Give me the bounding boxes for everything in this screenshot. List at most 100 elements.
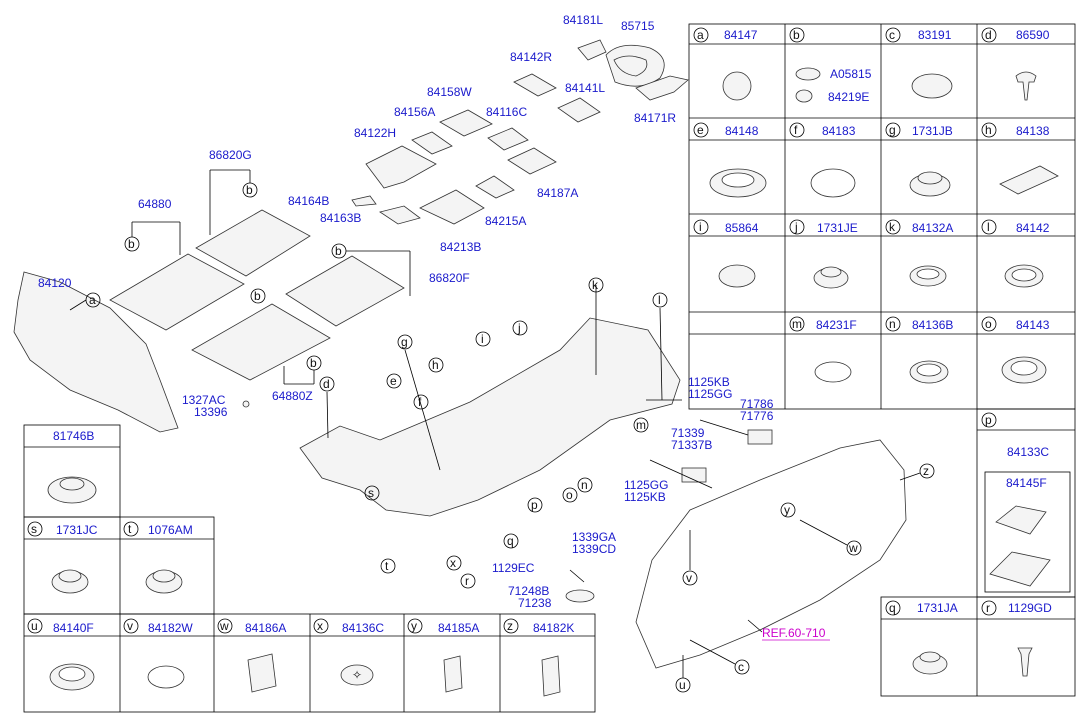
part-84187a[interactable] — [507, 147, 557, 175]
part-86820f[interactable] — [285, 255, 405, 327]
legend-icon-w — [247, 653, 277, 693]
callout-c[interactable]: c — [734, 659, 750, 675]
label-84122h: 84122H — [354, 126, 396, 140]
label-1125kb-a: 1125KB — [688, 375, 730, 389]
svg-text:g: g — [401, 335, 408, 349]
svg-text:s: s — [31, 522, 37, 536]
callout-q[interactable]: q — [503, 533, 519, 549]
svg-text:b: b — [793, 28, 800, 42]
callout-b-1[interactable]: b — [242, 182, 258, 198]
svg-text:1731JB: 1731JB — [912, 124, 953, 138]
part-84213b[interactable] — [419, 189, 485, 225]
legend-grid-top-right — [688, 23, 1076, 410]
svg-text:m: m — [792, 317, 802, 331]
part-84163b[interactable] — [379, 205, 421, 225]
legend-grid-bottom-left — [23, 424, 596, 713]
callout-w[interactable]: w — [846, 540, 862, 556]
callout-v[interactable]: v — [682, 570, 698, 586]
svg-text:p: p — [985, 413, 992, 427]
callout-y[interactable]: y — [780, 502, 796, 518]
callout-p[interactable]: p — [527, 497, 543, 513]
legend-cell-i: i 85864 — [693, 219, 759, 288]
part-64880z[interactable] — [191, 303, 331, 381]
part-71339[interactable] — [681, 467, 707, 483]
legend-cell-b: b A05815 84219E — [789, 27, 872, 104]
svg-text:84148: 84148 — [725, 124, 759, 138]
callout-t[interactable]: t — [380, 558, 396, 574]
part-71786[interactable] — [747, 429, 773, 445]
svg-text:h: h — [432, 358, 439, 372]
legend-icon-y — [443, 655, 463, 693]
callout-o[interactable]: o — [562, 487, 578, 503]
callout-b-5[interactable]: b — [306, 355, 322, 371]
callout-z[interactable]: z — [919, 463, 935, 479]
part-number-labels: 84181L 85715 84142R 84141L 84171R 84158W… — [38, 13, 830, 641]
svg-text:a: a — [697, 28, 704, 42]
part-84120-dash-panel[interactable] — [13, 271, 179, 433]
part-84116c[interactable] — [487, 127, 529, 151]
svg-text:y: y — [411, 619, 417, 633]
part-64880[interactable] — [109, 253, 245, 331]
leader-lines — [69, 169, 921, 678]
legend-cell-d: d 86590 — [981, 27, 1050, 101]
label-84215a: 84215A — [485, 214, 526, 228]
svg-text:k: k — [592, 278, 599, 292]
svg-text:u: u — [31, 619, 38, 633]
svg-text:b: b — [310, 356, 317, 370]
svg-text:b: b — [246, 183, 253, 197]
part-84171r[interactable] — [635, 75, 689, 101]
callout-e[interactable]: e — [386, 373, 402, 389]
callout-u[interactable]: u — [675, 677, 691, 693]
part-84156a[interactable] — [411, 131, 453, 155]
part-84142r[interactable] — [513, 73, 557, 97]
legend-cell-k: k 84132A — [885, 219, 953, 287]
callout-h[interactable]: h — [428, 357, 444, 373]
callout-d[interactable]: d — [319, 376, 335, 392]
callout-b-4[interactable]: b — [250, 288, 266, 304]
callout-b-3[interactable]: b — [331, 243, 347, 259]
part-84158w[interactable] — [439, 109, 493, 137]
callout-r[interactable]: r — [460, 573, 476, 589]
label-84116c: 84116C — [486, 105, 527, 119]
callout-i[interactable]: i — [475, 331, 491, 347]
callout-m[interactable]: m — [633, 417, 649, 433]
callout-a[interactable]: a — [85, 292, 101, 308]
legend-icon-c — [911, 73, 953, 99]
legend-part-a: 84147 — [724, 28, 758, 42]
callout-n[interactable]: n — [577, 477, 593, 493]
callout-x[interactable]: x — [446, 555, 462, 571]
svg-text:c: c — [738, 660, 744, 674]
part-86820g[interactable] — [195, 209, 311, 277]
svg-text:x: x — [317, 619, 323, 633]
part-84141l[interactable] — [557, 97, 601, 123]
svg-text:j: j — [517, 321, 521, 335]
part-84215a[interactable] — [475, 175, 515, 199]
callout-l[interactable]: l — [652, 292, 668, 308]
callout-j[interactable]: j — [512, 320, 528, 336]
label-84158w: 84158W — [427, 85, 472, 99]
part-71248b[interactable] — [565, 589, 595, 603]
legend-cell-c: c 83191 — [885, 27, 953, 99]
label-71337b: 71337B — [671, 438, 712, 452]
part-84122h[interactable] — [365, 145, 437, 189]
label-1339ga: 1339GA — [572, 530, 616, 544]
part-84181l[interactable] — [577, 39, 607, 61]
label-84164b: 84164B — [288, 194, 329, 208]
part-1327ac-bolt[interactable] — [242, 400, 250, 408]
svg-text:84182K: 84182K — [533, 621, 574, 635]
part-84164b[interactable] — [351, 195, 377, 207]
svg-text:84136B: 84136B — [912, 318, 953, 332]
legend-part-b2: 84219E — [828, 90, 869, 104]
callout-f[interactable]: f — [413, 394, 429, 410]
svg-text:t: t — [385, 559, 389, 573]
svg-text:k: k — [889, 220, 896, 234]
callout-b-2[interactable]: b — [124, 236, 140, 252]
svg-text:84136C: 84136C — [342, 621, 384, 635]
callout-g[interactable]: g — [397, 334, 413, 350]
insulator-pads — [351, 39, 689, 225]
ref-link[interactable]: REF.60-710 — [762, 626, 826, 640]
label-84156a: 84156A — [394, 105, 435, 119]
callout-s[interactable]: s — [364, 485, 380, 501]
label-84120: 84120 — [38, 276, 72, 290]
svg-text:h: h — [985, 123, 992, 137]
